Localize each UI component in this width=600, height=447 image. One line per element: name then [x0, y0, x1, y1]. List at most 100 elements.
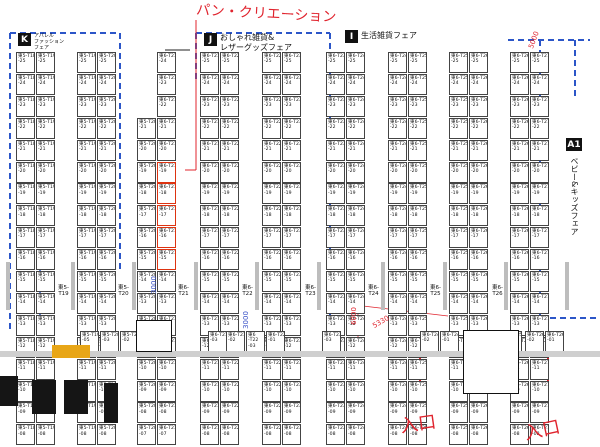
booth[interactable]: 東6-T25 -25: [449, 52, 468, 73]
booth[interactable]: 東5-T18 -19: [16, 183, 35, 205]
booth[interactable]: 東5-T19 -08: [77, 424, 96, 446]
booth[interactable]: 東6-T25 -22: [408, 117, 427, 139]
booth[interactable]: 東6-T25 -16: [449, 249, 468, 271]
booth[interactable]: 東6-T22 -11: [220, 358, 239, 380]
booth[interactable]: 東6-T24 -19: [346, 183, 365, 205]
booth[interactable]: 東6-T23 -14: [282, 292, 301, 314]
booth[interactable]: 東6-T22 -14: [220, 292, 239, 314]
booth[interactable]: 東6-T21 -23: [200, 95, 219, 117]
booth[interactable]: 東6-T25 -19: [449, 183, 468, 205]
booth[interactable]: 東6-T23 -10: [282, 380, 301, 402]
booth[interactable]: 東6-T27 -10: [530, 380, 549, 402]
booth[interactable]: 東5-T19 -08: [36, 424, 55, 446]
booth[interactable]: 東6-T22 -16: [262, 249, 281, 271]
booth[interactable]: 東6-T26 -08: [510, 424, 529, 446]
booth[interactable]: 東6-T24 -25: [346, 52, 365, 73]
booth[interactable]: 東6-T23 -21: [326, 139, 345, 161]
zone-i-label[interactable]: I 生活雑貨フェア: [345, 30, 417, 43]
booth[interactable]: 東6-T26 -16: [469, 249, 488, 271]
booth[interactable]: 東5-T20 -09: [137, 380, 156, 402]
booth[interactable]: 東5-T20 -14: [137, 271, 156, 292]
booth[interactable]: 東6-T21 -23: [157, 73, 176, 95]
booth[interactable]: 東5-T19 -22: [36, 117, 55, 139]
booth[interactable]: 東6-T23 -24: [326, 73, 345, 95]
booth[interactable]: 東6-T27 -21: [530, 139, 549, 161]
booth[interactable]: 東6-T22 -19: [262, 183, 281, 205]
booth[interactable]: 東5-T20 -07: [137, 424, 156, 446]
booth[interactable]: 東5-T20 -17: [137, 205, 156, 227]
booth[interactable]: 東5-T19 -14: [77, 292, 96, 314]
booth[interactable]: 東5-T20 -08: [137, 402, 156, 424]
booth[interactable]: 東6-T22 -17: [262, 227, 281, 249]
booth[interactable]: 東5-T20 -23: [97, 95, 116, 117]
booth[interactable]: 東6-T23 -17: [326, 227, 345, 249]
booth[interactable]: 東6-T23 -23: [282, 95, 301, 117]
booth[interactable]: 東6-T26 -01: [545, 331, 564, 353]
booth[interactable]: 東6-T25 -16: [408, 249, 427, 271]
booth[interactable]: 東5-T20 -13: [137, 292, 156, 314]
booth[interactable]: 東6-T21 -18: [200, 205, 219, 227]
booth[interactable]: 東6-T23 -13: [326, 314, 345, 336]
booth[interactable]: 東6-T24 -11: [346, 358, 365, 380]
booth[interactable]: 東6-T22 -21: [220, 139, 239, 161]
booth[interactable]: 東6-T26 -17: [510, 227, 529, 249]
booth[interactable]: 東6-T26 -19: [510, 183, 529, 205]
booth[interactable]: 東5-T18 -14: [16, 292, 35, 314]
booth[interactable]: 東5-T20 -17: [97, 227, 116, 249]
booth[interactable]: 東6-T25 -23: [449, 95, 468, 117]
booth[interactable]: 東6-T25 -14: [449, 292, 468, 314]
booth[interactable]: 東5-T20 -15: [97, 271, 116, 292]
booth[interactable]: 東6-T23 -03: [322, 331, 341, 353]
booth[interactable]: 東6-T27 -17: [530, 227, 549, 249]
booth[interactable]: 東6-T25 -08: [449, 424, 468, 446]
booth[interactable]: 東5-T18 -08: [16, 424, 35, 446]
booth[interactable]: 東5-T20 -14: [97, 292, 116, 314]
booth[interactable]: 東6-T22 -17: [220, 227, 239, 249]
booth[interactable]: 東6-T24 -15: [346, 271, 365, 292]
booth[interactable]: 東6-T26 -21: [510, 139, 529, 161]
booth[interactable]: 東6-T23 -20: [282, 161, 301, 183]
booth[interactable]: 東6-T25 -17: [408, 227, 427, 249]
booth[interactable]: 東6-T26 -25: [469, 52, 488, 73]
booth[interactable]: 東6-T25 -18: [408, 205, 427, 227]
booth[interactable]: 東6-T25 -18: [449, 205, 468, 227]
booth[interactable]: 東6-T21 -18: [157, 183, 176, 205]
booth[interactable]: 東6-T23 -18: [282, 205, 301, 227]
booth[interactable]: 東6-T24 -09: [346, 402, 365, 424]
booth[interactable]: 東6-T21 -24: [200, 73, 219, 95]
booth[interactable]: 東6-T26 -20: [510, 161, 529, 183]
booth[interactable]: 東6-T27 -25: [530, 52, 549, 73]
booth[interactable]: 東6-T23 -09: [326, 402, 345, 424]
booth[interactable]: 東6-T23 -22: [326, 117, 345, 139]
booth[interactable]: 東5-T19 -18: [36, 205, 55, 227]
booth[interactable]: 東6-T21 -09: [157, 380, 176, 402]
booth[interactable]: 東6-T25 -17: [449, 227, 468, 249]
booth[interactable]: 東6-T25 -21: [408, 139, 427, 161]
booth[interactable]: 東6-T21 -25: [200, 52, 219, 73]
booth[interactable]: 東6-T23 -16: [282, 249, 301, 271]
booth[interactable]: 東6-T26 -18: [469, 205, 488, 227]
booth[interactable]: 東6-T22 -15: [220, 271, 239, 292]
booth[interactable]: 東6-T26 -16: [510, 249, 529, 271]
booth[interactable]: 東6-T26 -18: [510, 205, 529, 227]
booth[interactable]: 東6-T24 -09: [388, 402, 407, 424]
booth[interactable]: 東6-T24 -25: [388, 52, 407, 73]
booth[interactable]: 東6-T22 -09: [220, 402, 239, 424]
booth[interactable]: 東6-T27 -19: [530, 183, 549, 205]
booth[interactable]: 東6-T26 -23: [469, 95, 488, 117]
booth[interactable]: 東6-T21 -08: [200, 424, 219, 446]
booth[interactable]: 東5-T19 -25: [36, 52, 55, 73]
booth[interactable]: 東6-T21 -17: [200, 227, 219, 249]
booth[interactable]: 東6-T21 -11: [200, 358, 219, 380]
booth[interactable]: 東6-T25 -13: [408, 314, 427, 336]
booth[interactable]: 東6-T26 -24: [510, 73, 529, 95]
booth[interactable]: 東6-T23 -20: [326, 161, 345, 183]
booth[interactable]: 東6-T23 -14: [326, 292, 345, 314]
booth[interactable]: 東5-T19 -17: [77, 227, 96, 249]
booth[interactable]: 東6-T24 -10: [346, 380, 365, 402]
booth[interactable]: 東6-T27 -11: [530, 358, 549, 380]
booth[interactable]: 東6-T24 -16: [346, 249, 365, 271]
booth[interactable]: 東6-T22 -25: [262, 52, 281, 73]
booth[interactable]: 東6-T22 -14: [262, 292, 281, 314]
booth[interactable]: 東6-T24 -15: [388, 271, 407, 292]
